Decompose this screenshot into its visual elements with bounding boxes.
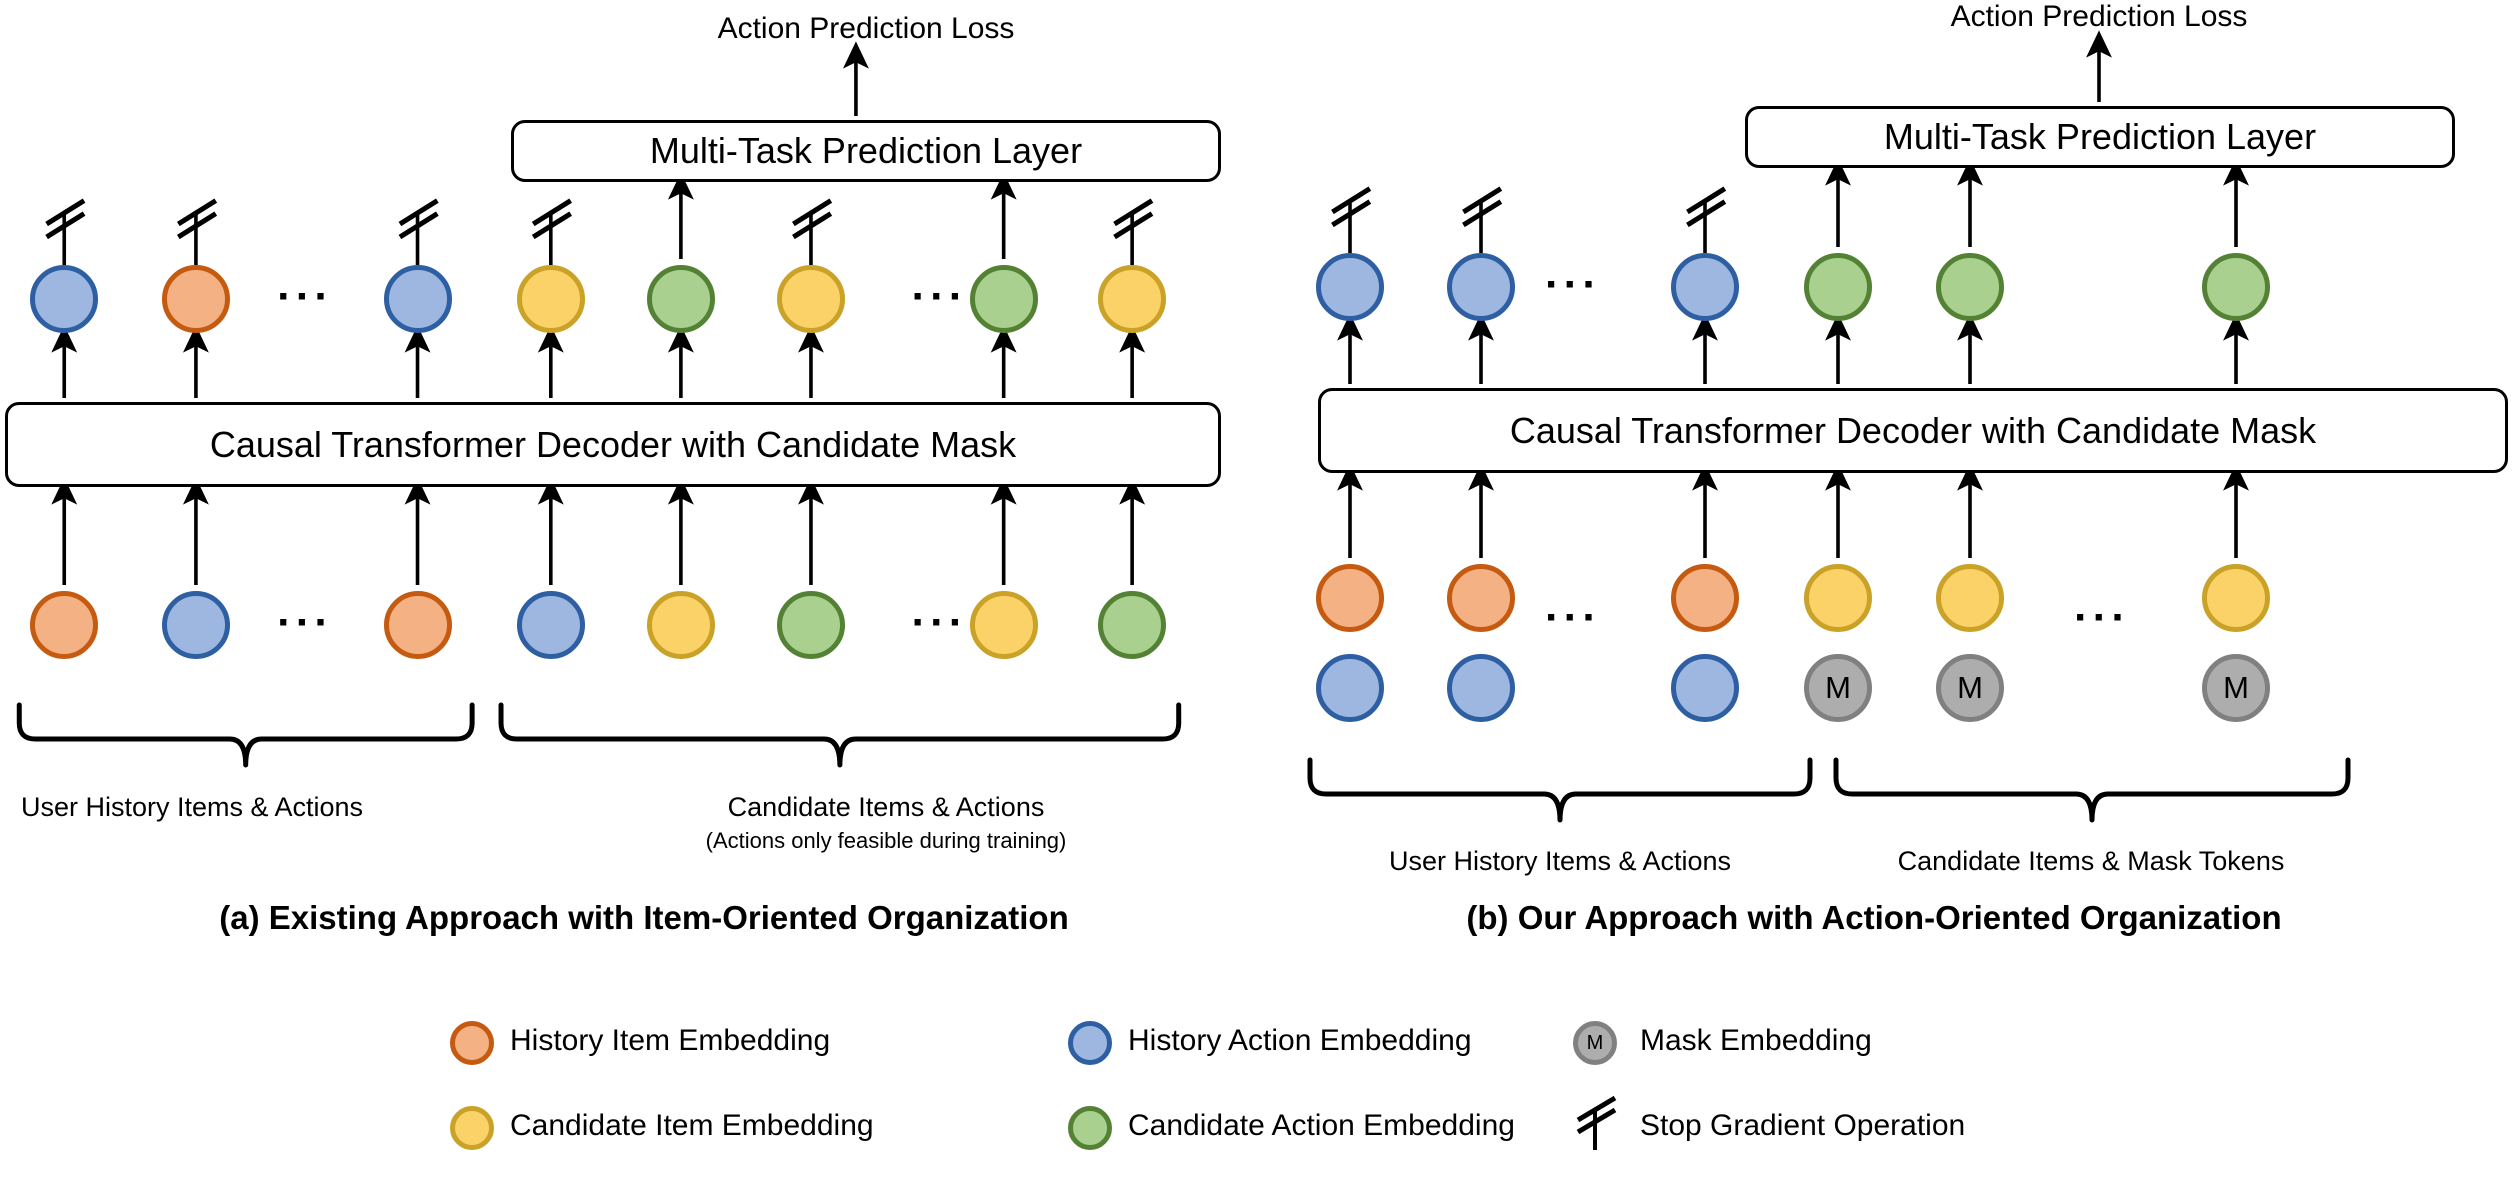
- legend-swatch-mask: M: [1573, 1021, 1617, 1065]
- history-action-node: [1671, 253, 1739, 321]
- candidate-action-node: [969, 265, 1038, 333]
- mask-token-node: M: [1804, 654, 1872, 722]
- history-action-node: [1447, 253, 1515, 321]
- panel-b-caption: (b) Our Approach with Action-Oriented Or…: [1466, 899, 2282, 936]
- legend-label: History Action Embedding: [1128, 1024, 1472, 1057]
- panel-b-brace-right-label: Candidate Items & Mask Tokens: [1897, 846, 2285, 876]
- stop-gradient-icon: [1462, 186, 1503, 228]
- legend-swatch-history-action: [1068, 1021, 1112, 1065]
- stop-gradient-icon: [1331, 186, 1372, 228]
- panel-b-loss-label: Action Prediction Loss: [1950, 0, 2248, 33]
- history-action-node: [161, 591, 230, 659]
- panel-a-decoder-box: Causal Transformer Decoder with Candidat…: [5, 402, 1221, 487]
- panel-a-decoder-label: Causal Transformer Decoder with Candidat…: [209, 423, 1017, 465]
- candidate-item-node: [969, 591, 1038, 659]
- history-action-node: [383, 265, 452, 333]
- panel-a-prediction-layer-box: Multi-Task Prediction Layer: [511, 120, 1221, 182]
- panel-a-brace-right-label: Candidate Items & Actions: [727, 792, 1045, 822]
- legend-stop-gradient-icon: [1576, 1095, 1617, 1150]
- history-item-node: [161, 265, 230, 333]
- panel-a-brace-right-sublabel: (Actions only feasible during training): [705, 828, 1067, 853]
- history-action-node: [1316, 654, 1384, 722]
- legend-swatch-candidate-item: [450, 1106, 494, 1150]
- panel-b-history-brace: [1307, 757, 1813, 823]
- panel-b-candidate-brace: [1833, 757, 2351, 823]
- history-item-node: [383, 591, 452, 659]
- candidate-item-node: [516, 265, 585, 333]
- candidate-action-node: [776, 591, 845, 659]
- ellipsis-marker: ···: [1545, 593, 1601, 642]
- ellipsis-marker: ···: [277, 598, 334, 647]
- mask-token-glyph: M: [1957, 670, 1983, 705]
- history-item-node: [1671, 564, 1739, 632]
- stop-gradient-icon: [45, 198, 86, 240]
- panel-b-prediction-layer-box: Multi-Task Prediction Layer: [1745, 106, 2455, 168]
- candidate-item-node: [776, 265, 845, 333]
- panel-b-decoder-box: Causal Transformer Decoder with Candidat…: [1318, 388, 2508, 473]
- ellipsis-marker: ···: [2074, 593, 2130, 642]
- panel-a-caption: (a) Existing Approach with Item-Oriented…: [219, 899, 1069, 936]
- candidate-item-node: [1804, 564, 1872, 632]
- panel-b-prediction-layer-label: Multi-Task Prediction Layer: [1883, 116, 2317, 157]
- legend-swatch-candidate-action: [1068, 1106, 1112, 1150]
- history-item-node: [1447, 564, 1515, 632]
- stop-gradient-icon: [398, 198, 439, 240]
- candidate-item-node: [2202, 564, 2270, 632]
- candidate-action-node: [1804, 253, 1872, 321]
- legend-label: Stop Gradient Operation: [1640, 1109, 1966, 1142]
- legend-label: Candidate Action Embedding: [1128, 1109, 1515, 1142]
- history-action-node: [30, 265, 99, 333]
- history-action-node: [516, 591, 585, 659]
- ellipsis-marker: ···: [277, 272, 334, 321]
- stop-gradient-icon: [792, 198, 833, 240]
- panel-b-brace-left-label: User History Items & Actions: [1388, 846, 1732, 876]
- panel-a-history-brace: [16, 702, 475, 768]
- candidate-action-node: [2202, 253, 2270, 321]
- stop-gradient-icon: [1686, 186, 1727, 228]
- stop-gradient-icon: [1113, 198, 1154, 240]
- ellipsis-marker: ···: [911, 598, 968, 647]
- mask-token-glyph: M: [1825, 670, 1851, 705]
- ellipsis-marker: ···: [1545, 260, 1601, 309]
- candidate-item-node: [1098, 265, 1167, 333]
- panel-b-decoder-label: Causal Transformer Decoder with Candidat…: [1509, 409, 2317, 451]
- panel-a-candidate-brace: [498, 702, 1182, 768]
- history-action-node: [1316, 253, 1384, 321]
- legend-swatch-history-item: [450, 1021, 494, 1065]
- history-action-node: [1671, 654, 1739, 722]
- candidate-item-node: [1936, 564, 2004, 632]
- legend-mask-glyph: M: [1586, 1031, 1604, 1054]
- legend-label: Mask Embedding: [1640, 1024, 1872, 1057]
- candidate-action-node: [1098, 591, 1167, 659]
- legend-label: History Item Embedding: [510, 1024, 831, 1057]
- panel-a-loss-label: Action Prediction Loss: [717, 12, 1015, 45]
- history-item-node: [1316, 564, 1384, 632]
- history-item-node: [30, 591, 99, 659]
- panel-a-prediction-layer-label: Multi-Task Prediction Layer: [649, 130, 1083, 171]
- legend-label: Candidate Item Embedding: [510, 1109, 874, 1142]
- candidate-action-node: [1936, 253, 2004, 321]
- mask-token-node: M: [2202, 654, 2270, 722]
- mask-token-glyph: M: [2223, 670, 2249, 705]
- ellipsis-marker: ···: [911, 272, 968, 321]
- panel-a-brace-left-label: User History Items & Actions: [20, 792, 364, 822]
- stop-gradient-icon: [176, 198, 218, 240]
- history-action-node: [1447, 654, 1515, 722]
- candidate-action-node: [646, 265, 715, 333]
- stop-gradient-icon: [531, 198, 572, 240]
- candidate-item-node: [646, 591, 715, 659]
- mask-token-node: M: [1936, 654, 2004, 722]
